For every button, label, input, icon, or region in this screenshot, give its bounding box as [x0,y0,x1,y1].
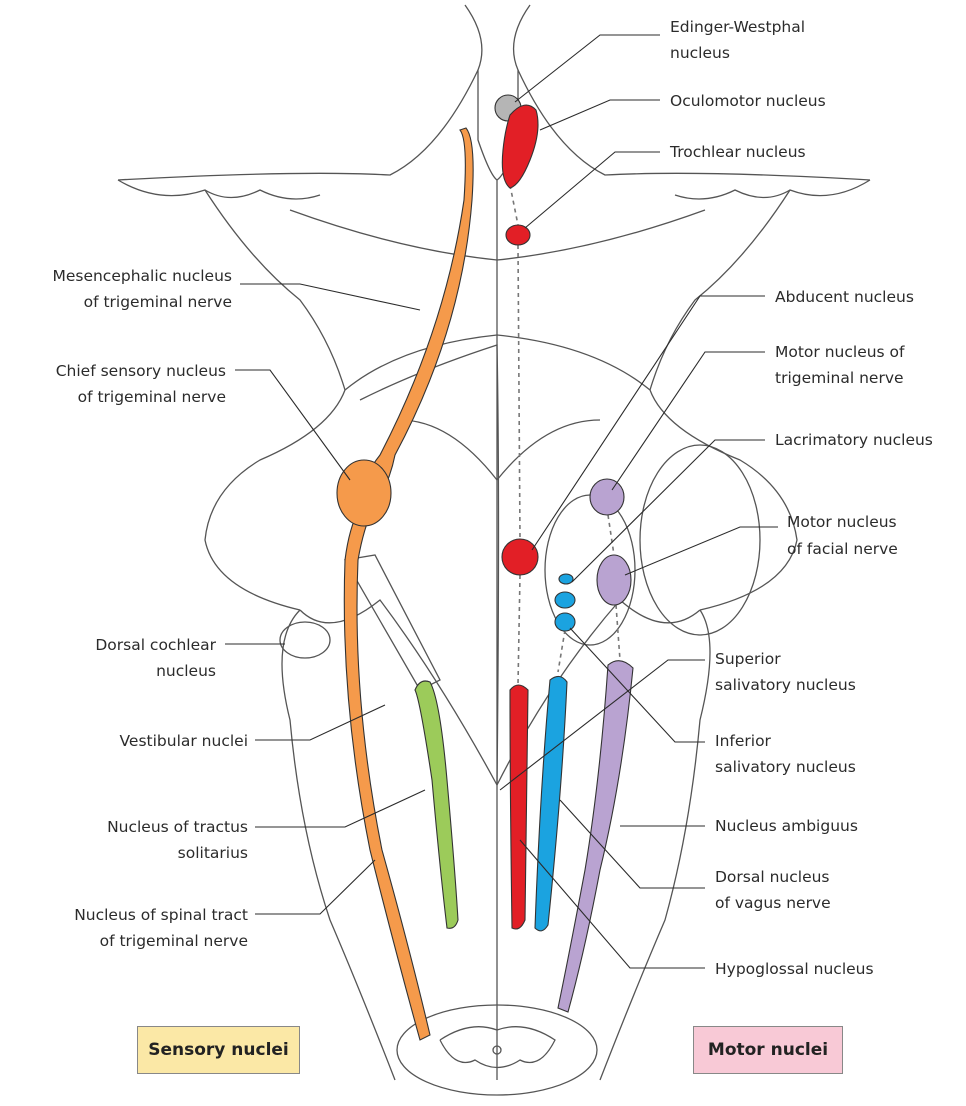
lacrimatory-nucleus-shape [559,574,573,584]
dashed-connector [510,185,518,225]
label-spinal-trigeminal: Nucleus of spinal tract [74,906,248,924]
label-dorsal-cochlear: nucleus [156,662,216,680]
dashed-connector [518,245,520,540]
label-chief-sensory: of trigeminal nerve [78,388,226,406]
motor-trigeminal-nucleus-shape [590,479,624,515]
label-dorsal-vagus: of vagus nerve [715,894,831,912]
label-motor-facial: Motor nucleus [787,513,897,531]
label-tractus-solitarius: Nucleus of tractus [107,818,248,836]
nucleus-ambiguus-shape [558,661,633,1012]
label-edinger-westphal: Edinger-Westphal [670,18,805,36]
dorsal-vagus-nucleus-shape [535,676,567,930]
label-vestibular: Vestibular nuclei [120,732,248,750]
label-superior-salivatory: salivatory nucleus [715,676,856,694]
label-abducent: Abducent nucleus [775,288,914,306]
label-edinger-westphal: nucleus [670,44,730,62]
label-chief-sensory: Chief sensory nucleus [56,362,226,380]
label-inferior-salivatory: salivatory nucleus [715,758,856,776]
legend-motor-label: Motor nuclei [708,1040,828,1060]
chief-sensory-nucleus-shape [337,460,391,526]
dashed-connector [558,630,565,672]
legend-sensory-label: Sensory nuclei [148,1040,289,1060]
label-mesencephalic: Mesencephalic nucleus [52,267,232,285]
label-nucleus-ambiguus: Nucleus ambiguus [715,817,858,835]
inferior-salivatory-nucleus-shape [555,613,575,631]
abducent-nucleus-shape [502,539,538,575]
label-oculomotor: Oculomotor nucleus [670,92,826,110]
label-inferior-salivatory: Inferior [715,732,772,750]
label-mesencephalic: of trigeminal nerve [84,293,232,311]
label-superior-salivatory: Superior [715,650,781,668]
label-spinal-trigeminal: of trigeminal nerve [100,932,248,950]
labels: Edinger-Westphal nucleus Oculomotor nucl… [52,18,932,978]
label-lacrimatory: Lacrimatory nucleus [775,431,933,449]
label-motor-facial: of facial nerve [787,540,898,558]
dashed-connector [616,605,620,660]
solitarius-nucleus-shape [415,681,458,928]
superior-salivatory-nucleus-shape [555,592,575,608]
hypoglossal-nucleus-shape [510,685,528,929]
dashed-connector [608,515,614,555]
label-dorsal-vagus: Dorsal nucleus [715,868,830,886]
motor-facial-nucleus-shape [597,555,631,605]
label-dorsal-cochlear: Dorsal cochlear [95,636,216,654]
label-hypoglossal: Hypoglossal nucleus [715,960,874,978]
label-motor-trigeminal: trigeminal nerve [775,369,904,387]
trochlear-nucleus-shape [506,225,530,245]
dashed-connector [518,575,520,685]
label-trochlear: Trochlear nucleus [669,143,806,161]
legend-sensory-nuclei: Sensory nuclei [137,1026,300,1074]
legend-motor-nuclei: Motor nuclei [693,1026,843,1074]
label-tractus-solitarius: solitarius [178,844,248,862]
label-motor-trigeminal: Motor nucleus of [775,343,905,361]
